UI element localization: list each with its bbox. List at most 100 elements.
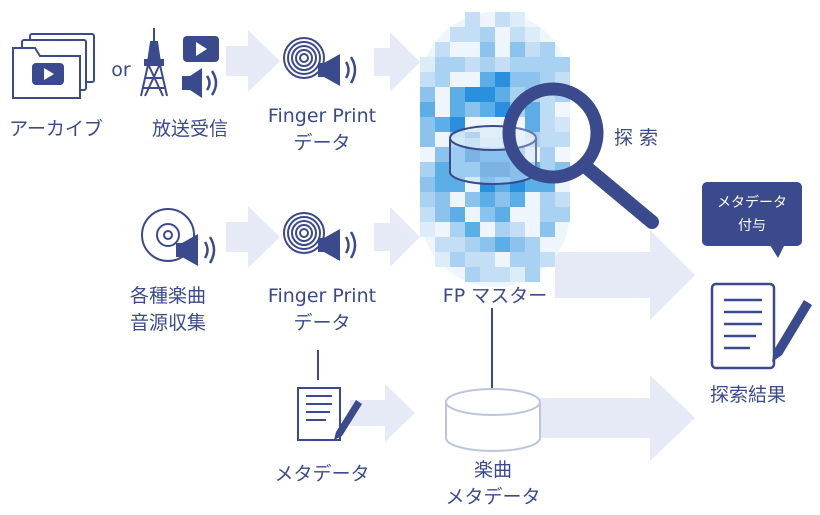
mosaic-cell [435,162,450,177]
arrow-master-to-result [555,230,695,320]
result-document-pen-icon [710,282,812,370]
mosaic-cell [465,102,480,117]
mosaic-cell [435,117,450,132]
mosaic-cell [420,87,435,102]
broadcast-label: 放送受信 [151,118,228,140]
mosaic-cell [495,87,510,102]
speaker-icon [182,68,218,98]
mosaic-cell [435,72,450,87]
mosaic-cell [510,27,525,42]
archive-label: アーカイブ [9,118,103,140]
bubble-line1: メタデータ [717,195,787,211]
fingerprint-speaker-icon-top [283,37,357,86]
mosaic-cell [495,192,510,207]
mosaic-cell [510,42,525,57]
mosaic-cell [420,192,435,207]
mosaic-cell [540,102,555,117]
play-icon [183,36,219,62]
mosaic-cell [420,57,435,72]
mosaic-cell [540,222,555,237]
mosaic-cell [495,207,510,222]
mosaic-cell [465,27,480,42]
metadata-tag-bubble: メタデータ 付与 [702,182,802,258]
music-label-line1: 各種楽曲 [129,285,206,307]
mosaic-cell [480,267,495,282]
mosaic-cell [540,147,555,162]
mosaic-cell [420,72,435,87]
mosaic-cell [510,222,525,237]
mosaic-cell [465,57,480,72]
fp-master-mosaic [420,12,570,287]
mosaic-cell [540,207,555,222]
mosaic-cell [465,12,480,27]
mosaic-cell [450,87,465,102]
database-icon [445,388,541,452]
mosaic-cell [420,162,435,177]
music-metadata-line2: メタデータ [445,486,541,508]
mosaic-cell [450,57,465,72]
mosaic-cell [450,252,465,267]
music-label-line2: 音源収集 [129,312,206,334]
mosaic-cell [525,177,540,192]
search-label: 探 索 [613,127,659,149]
arrow-fp-to-master-mid [374,207,420,267]
mosaic-cell [480,192,495,207]
document-pen-icon [297,387,362,441]
fp-mid-line2: データ [293,312,351,334]
mosaic-cell [480,87,495,102]
mosaic-cell [495,12,510,27]
mosaic-cell [540,192,555,207]
mosaic-cell [450,102,465,117]
mosaic-cell [540,132,555,147]
mosaic-cell [435,252,450,267]
mosaic-cell [435,57,450,72]
mosaic-cell [450,222,465,237]
mosaic-cell [450,207,465,222]
arrow-fp-to-master-top [374,32,420,92]
mosaic-cell [420,102,435,117]
mosaic-cell [495,237,510,252]
video-folder-icon [12,33,95,99]
magnifier-icon [502,82,659,229]
mosaic-cell [510,12,525,27]
mosaic-cell [495,72,510,87]
mosaic-cell [480,237,495,252]
mosaic-cell [450,237,465,252]
mosaic-cell [480,72,495,87]
mosaic-cell [480,42,495,57]
metadata-label: メタデータ [274,463,370,485]
mosaic-cell [465,267,480,282]
mosaic-cell [465,192,480,207]
mosaic-cell [435,147,450,162]
mosaic-cell [525,252,540,267]
mosaic-cell [450,117,465,132]
mosaic-cell [525,237,540,252]
mosaic-cell [495,102,510,117]
fp-top-line1: Finger Print [267,105,377,127]
mosaic-cell [540,57,555,72]
mosaic-cell [495,267,510,282]
mosaic-cell [555,132,570,147]
mosaic-cell [465,87,480,102]
mosaic-cell [525,117,540,132]
mosaic-cell [435,42,450,57]
mosaic-cell [525,27,540,42]
mosaic-cell [510,252,525,267]
mosaic-cell [510,237,525,252]
mosaic-cell [495,57,510,72]
mosaic-cell [420,117,435,132]
mosaic-cell [450,27,465,42]
mosaic-cell [480,102,495,117]
mosaic-cell [480,27,495,42]
mosaic-cell [480,57,495,72]
mosaic-cell [420,177,435,192]
mosaic-cell [465,237,480,252]
or-label: or [111,59,131,81]
mosaic-cell [525,42,540,57]
mosaic-cell [435,237,450,252]
mosaic-cell [525,57,540,72]
mosaic-cell [510,192,525,207]
mosaic-cell [555,57,570,72]
broadcast-tower-icon [140,28,168,97]
